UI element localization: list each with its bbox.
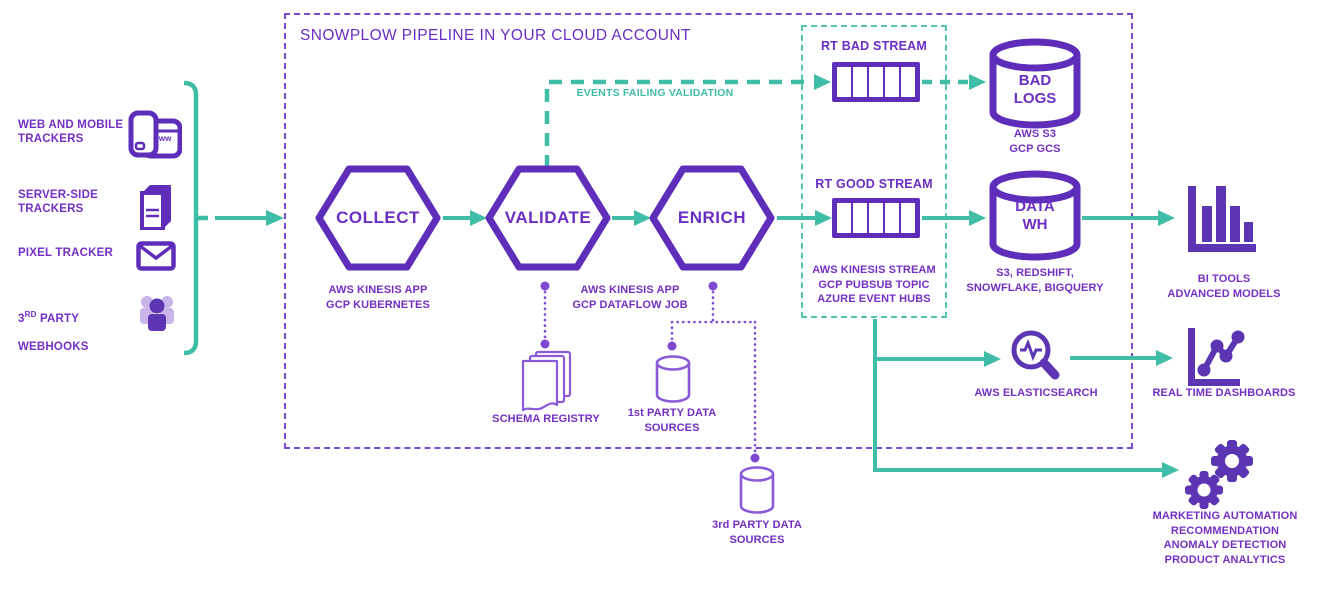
pixel-tracker-envelope-icon <box>136 241 176 271</box>
data-wh-label: DATA WH <box>1015 198 1055 233</box>
collect-label: COLLECT <box>336 208 420 227</box>
events-failing-validation-line <box>544 79 813 168</box>
stream-group-box <box>801 25 947 318</box>
validate-label: VALIDATE <box>504 208 592 227</box>
stage-validate: VALIDATE <box>485 164 611 272</box>
first-party-label: 1st PARTY DATA SOURCES <box>627 407 717 434</box>
schema-registry-label: SCHEMA REGISTRY <box>492 413 600 425</box>
server-side-trackers-label: SERVER-SIDE TRACKERS <box>18 189 98 215</box>
webhooks-label: 3RD PARTY WEBHOOKS <box>18 310 89 353</box>
web-mobile-trackers-label: WEB AND MOBILE TRACKERS <box>18 119 124 145</box>
collect-caption: AWS KINESIS APP GCP KUBERNETES <box>326 284 430 311</box>
rt-good-stream-title: RT GOOD STREAM <box>815 177 933 191</box>
enrich-label: ENRICH <box>677 208 747 227</box>
sources-bracket <box>183 80 199 356</box>
third-party-label: 3rd PARTY DATA SOURCES <box>712 519 802 546</box>
validate-enrich-caption: AWS KINESIS APP GCP DATAFLOW JOB <box>572 284 688 311</box>
stage-collect: COLLECT <box>315 164 441 272</box>
events-failing-validation-label: EVENTS FAILING VALIDATION <box>576 87 734 99</box>
automation-gears-icon <box>1185 440 1253 509</box>
streams-caption: AWS KINESIS STREAM GCP PUBSUB TOPIC AZUR… <box>812 264 936 305</box>
rt-good-stream-queue-icon <box>832 198 920 238</box>
elasticsearch-magnifier-icon <box>1011 330 1060 380</box>
data-wh-cylinder-icon <box>989 170 1081 261</box>
stage-enrich: ENRICH <box>649 164 775 272</box>
data-wh-caption: S3, REDSHIFT, SNOWFLAKE, BIGQUERY <box>966 267 1104 294</box>
dashboards-linechart-icon <box>1188 328 1245 386</box>
rt-bad-stream-queue-icon <box>832 62 920 102</box>
third-party-cylinder-icon <box>739 466 775 514</box>
pipeline-boundary-box <box>284 13 1133 449</box>
bi-tools-caption: BI TOOLS ADVANCED MODELS <box>1167 273 1281 300</box>
schema-registry-icon <box>521 350 572 412</box>
validate-hexagon <box>485 165 611 271</box>
automation-caption: MARKETING AUTOMATION RECOMMENDATION ANOM… <box>1152 510 1298 566</box>
enrich-hexagon <box>649 165 775 271</box>
webhooks-people-icon <box>140 296 174 331</box>
server-icon <box>140 185 171 230</box>
collect-hexagon <box>315 165 441 271</box>
dashboards-label: REAL TIME DASHBOARDS <box>1152 387 1296 399</box>
elasticsearch-label: AWS ELASTICSEARCH <box>974 387 1098 399</box>
svg-text:www: www <box>152 134 172 143</box>
pixel-tracker-label: PIXEL TRACKER <box>18 247 114 259</box>
bad-logs-label: BAD LOGS <box>1013 72 1057 107</box>
first-party-cylinder-icon <box>655 355 691 403</box>
pipeline-title: SNOWPLOW PIPELINE IN YOUR CLOUD ACCOUNT <box>300 27 691 44</box>
web-mobile-icon: www <box>128 110 182 159</box>
bi-tools-barchart-icon <box>1188 186 1256 252</box>
bad-logs-cylinder-icon <box>989 38 1081 129</box>
bad-logs-caption: AWS S3 GCP GCS <box>1009 128 1061 155</box>
rt-bad-stream-title: RT BAD STREAM <box>820 39 928 53</box>
